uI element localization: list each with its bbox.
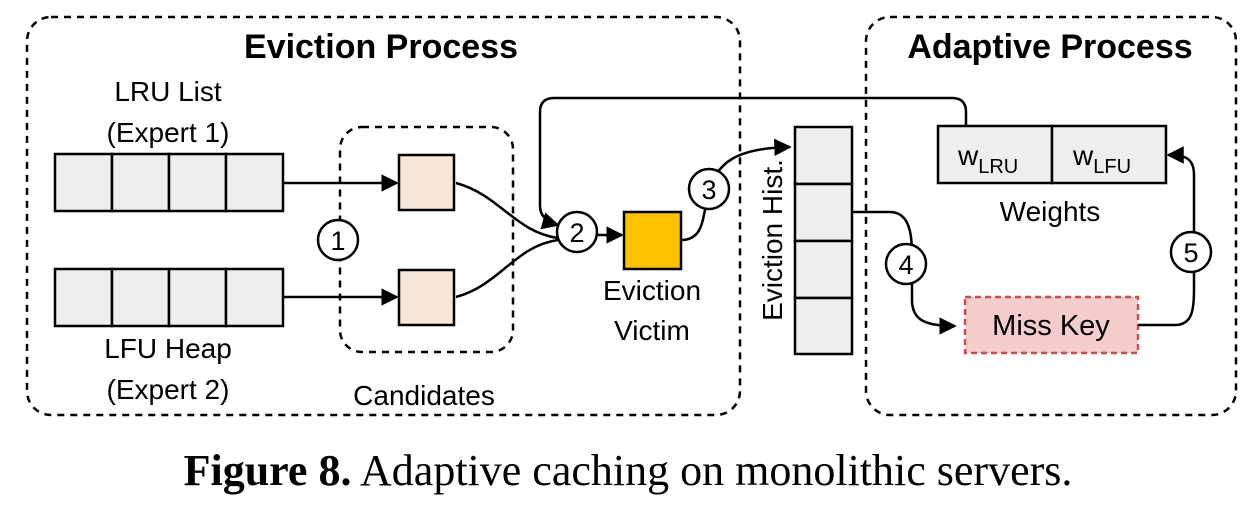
lfu-heap-cell [224, 267, 285, 328]
lru-list-cell [224, 152, 285, 213]
step-5-number: 5 [1183, 238, 1198, 268]
candidates-region [338, 125, 515, 354]
figure-number: Figure 8. [184, 446, 352, 495]
weights-label: Weights [1000, 196, 1101, 227]
eviction-victim-label-line1: Eviction [603, 275, 701, 306]
eviction-history-cell [793, 296, 854, 356]
figure-caption: Figure 8. Adaptive caching on monolithic… [184, 446, 1073, 495]
lru-list-label: LRU List [114, 76, 222, 107]
step-3-number: 3 [701, 175, 716, 205]
lfu-heap-cell [53, 267, 114, 328]
step-4-number: 4 [898, 250, 913, 280]
lfu-expert-label: (Expert 2) [107, 374, 230, 405]
lru-candidate-to-step2-curve [455, 181, 559, 240]
adaptive-process-region [864, 15, 1238, 417]
step-1-number: 1 [330, 226, 345, 256]
step-3-marker [687, 167, 731, 211]
step-2-number: 2 [569, 218, 584, 248]
step-1-marker [316, 218, 360, 262]
lru-list-cell [53, 152, 114, 213]
caption-text: Adaptive caching on monolithic servers. [351, 446, 1072, 495]
weights-to-step2-arrow [538, 96, 968, 230]
lfu-heap-cell [167, 267, 228, 328]
lru-list-cell [110, 152, 171, 213]
weight-lfu-cell [1050, 124, 1168, 185]
miss-key-box [963, 295, 1140, 355]
eviction-victim-label-line2: Victim [614, 315, 690, 346]
eviction-history-cell [793, 182, 854, 243]
step-2-marker [555, 210, 599, 254]
eviction-process-title: Eviction Process [244, 28, 518, 66]
weight-lru-cell [936, 124, 1054, 185]
eviction-process-region [25, 15, 742, 417]
candidates-label: Candidates [353, 380, 495, 411]
lfu-heap [53, 267, 285, 328]
eviction-victim-box [622, 210, 683, 271]
step-4-marker [884, 242, 928, 286]
adaptive-process-title: Adaptive Process [907, 28, 1192, 66]
eviction-history [793, 125, 854, 356]
eviction-history-cell [793, 239, 854, 300]
lru-list-cell [167, 152, 228, 213]
eviction-history-cell [793, 125, 854, 186]
miss-key-to-weights-arrow [1138, 146, 1196, 327]
lfu-heap-label: LFU Heap [104, 333, 232, 364]
weight-lru-label: wLRU [957, 140, 1018, 178]
step-5-marker [1169, 230, 1213, 274]
lru-candidate-box [397, 153, 456, 212]
weight-lfu-label: wLFU [1072, 140, 1131, 178]
lfu-candidate-box [397, 268, 456, 327]
eviction-history-label: Eviction Hist. [757, 159, 788, 321]
miss-key-label: Miss Key [992, 310, 1110, 342]
lru-expert-label: (Expert 1) [107, 117, 230, 148]
lfu-heap-cell [110, 267, 171, 328]
lru-list [53, 152, 285, 213]
lfu-candidate-to-step2-curve [455, 238, 559, 299]
